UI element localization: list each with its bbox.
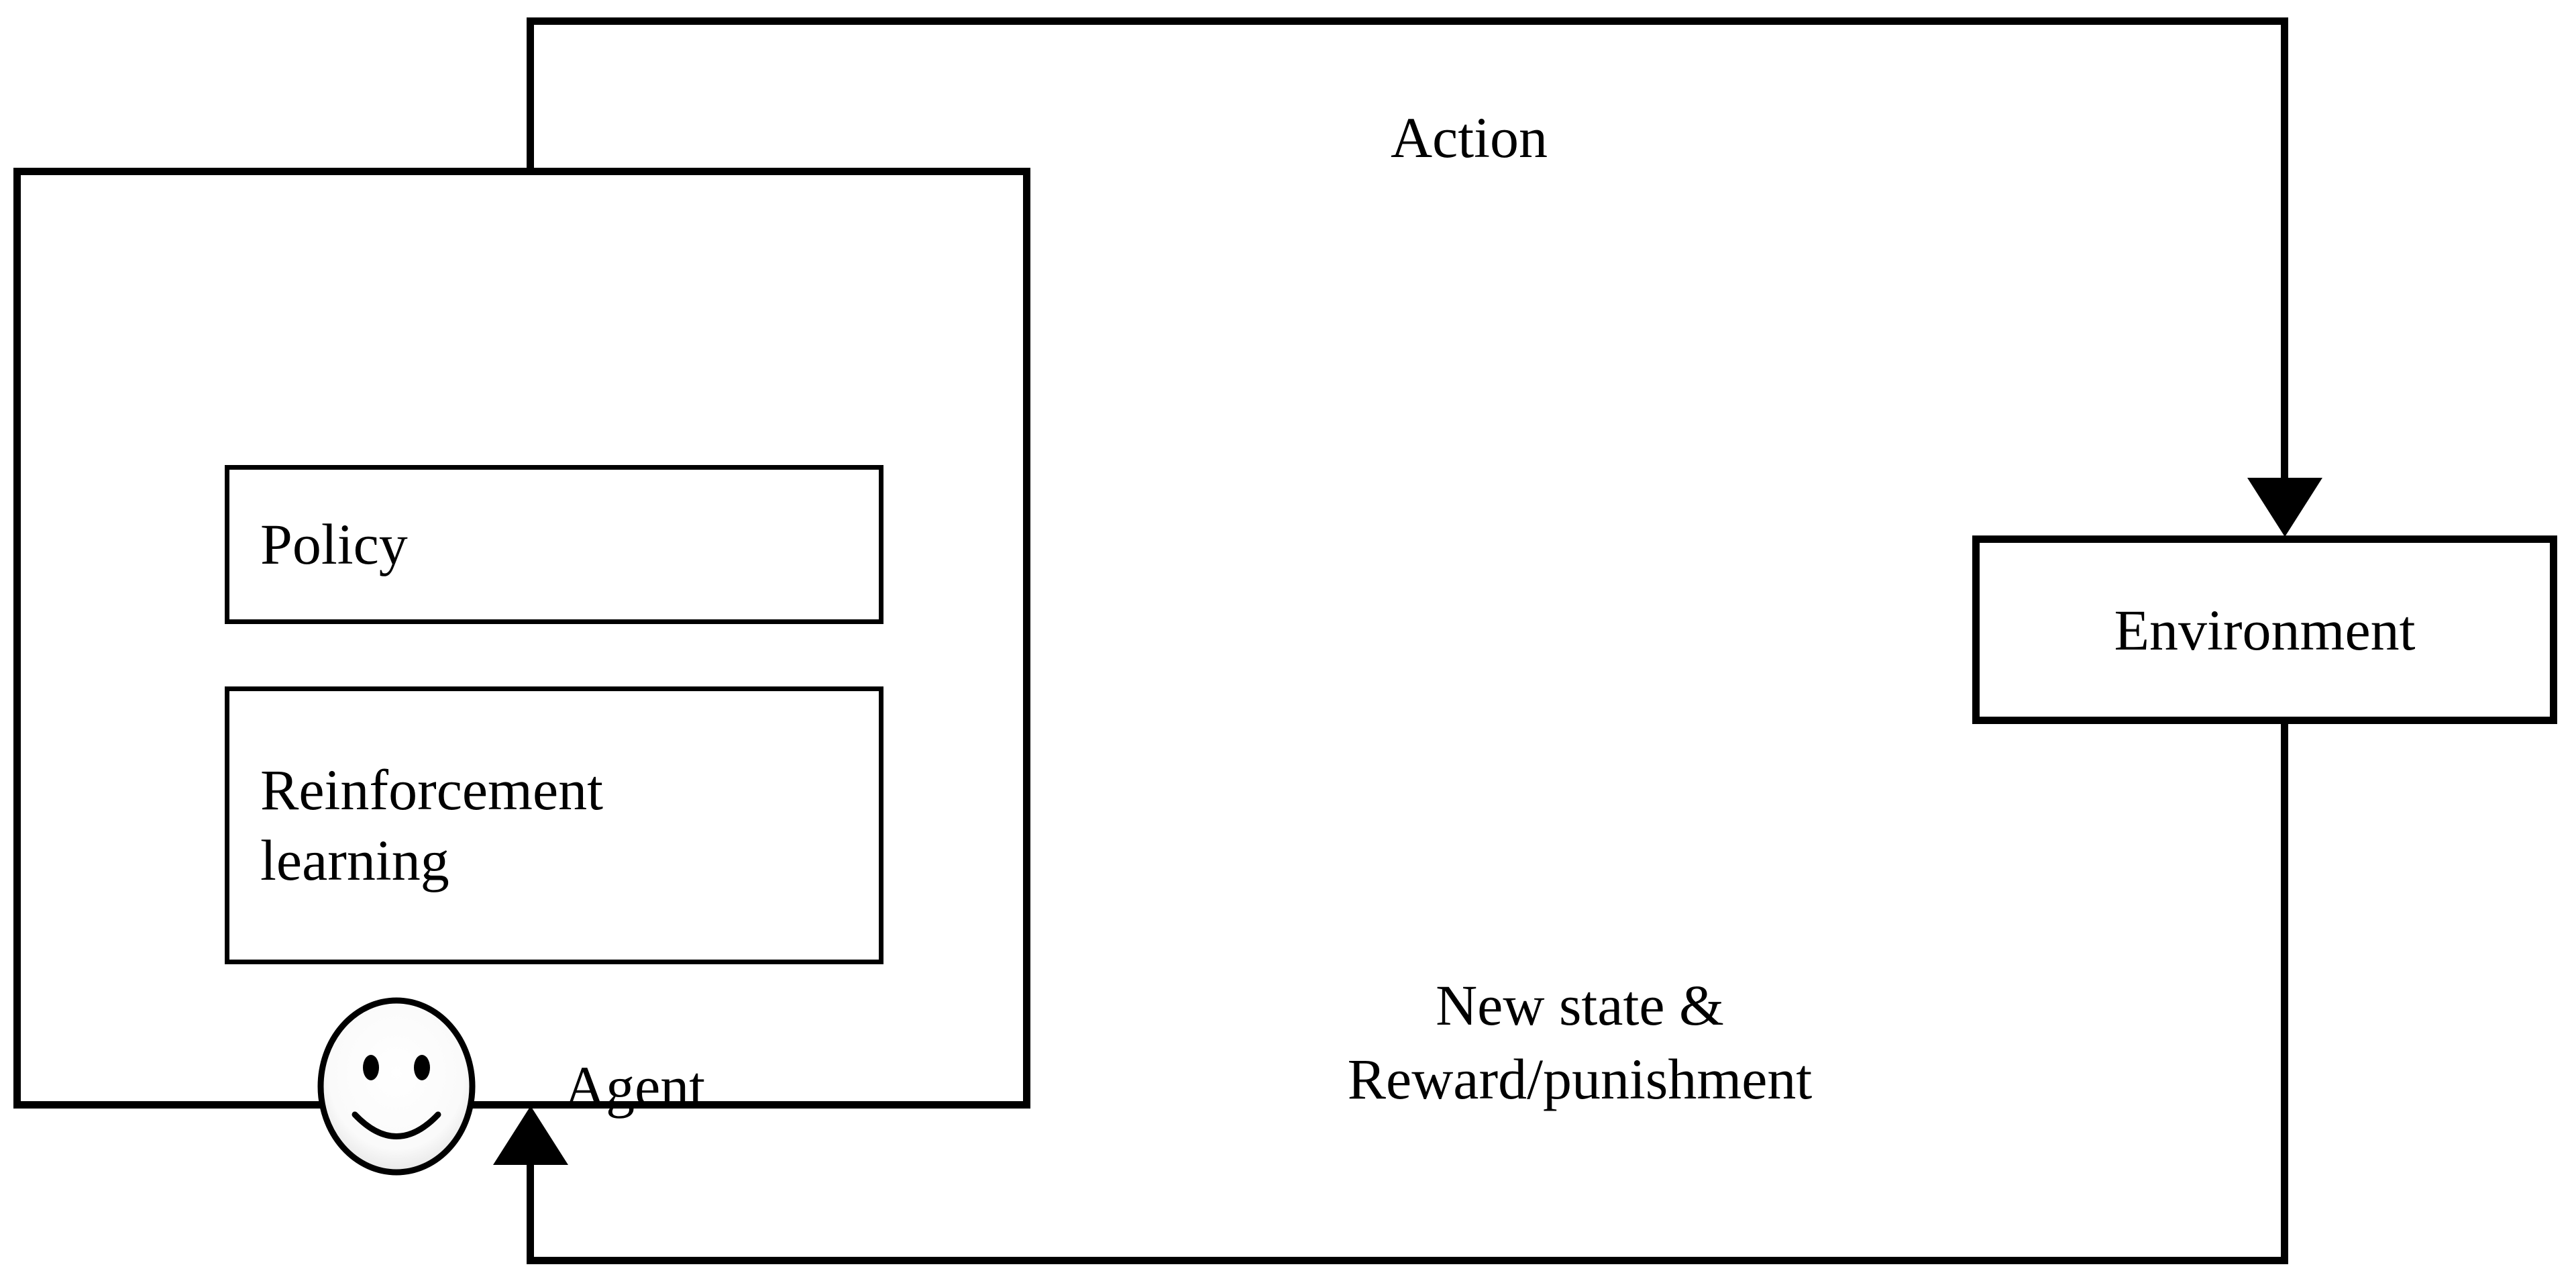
- action-edge-vertical-right-segment: [2281, 17, 2288, 495]
- agent-container[interactable]: Policy Reinforcement learning Agent: [13, 168, 1030, 1176]
- feedback-edge-horizontal-bottom-segment: [527, 1257, 2288, 1264]
- policy-box[interactable]: Policy: [225, 465, 883, 624]
- policy-label: Policy: [260, 512, 408, 577]
- feedback-edge-vertical-left-segment: [527, 1141, 534, 1264]
- arrowhead-down-icon: [2247, 478, 2322, 537]
- feedback-edge-label: New state & Reward/punishment: [1347, 973, 1813, 1112]
- action-edge-label: Action: [1390, 105, 1548, 170]
- action-edge-horizontal-top-segment: [527, 17, 2288, 25]
- agent-caption-label: Agent: [564, 1054, 706, 1119]
- reinforcement-learning-box[interactable]: Reinforcement learning: [225, 686, 883, 964]
- smiley-face-icon: [317, 997, 476, 1176]
- feedback-edge-vertical-right-segment: [2281, 717, 2288, 1264]
- environment-box[interactable]: Environment: [1972, 535, 2557, 724]
- action-edge-vertical-left-segment: [527, 17, 534, 174]
- reinforcement-learning-label: Reinforcement learning: [260, 758, 604, 892]
- arrowhead-up-icon: [493, 1106, 568, 1165]
- environment-label: Environment: [2114, 597, 2416, 662]
